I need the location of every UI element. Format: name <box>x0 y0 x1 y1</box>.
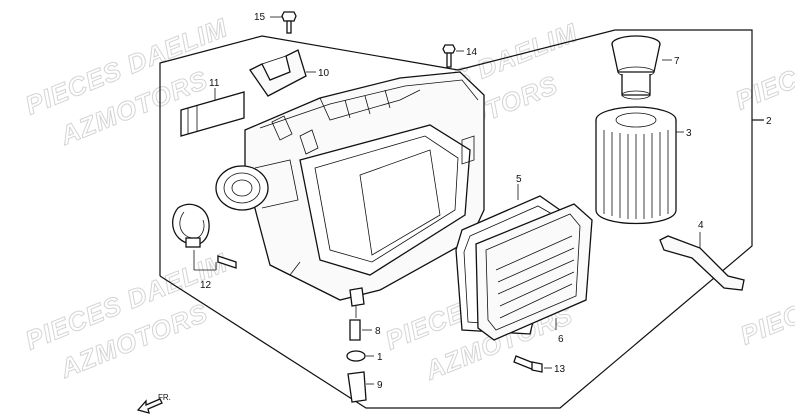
front-direction-indicator: FR. <box>136 393 171 414</box>
label-sticker-part-11 <box>180 88 245 137</box>
assembly-frame <box>159 29 764 409</box>
callout-10: 10 <box>318 68 330 79</box>
drain-parts-8-1-9 <box>346 306 374 403</box>
callout-4: 4 <box>698 220 704 231</box>
clamp-part-12 <box>172 203 237 271</box>
callout-2: 2 <box>766 116 772 127</box>
callout-3: 3 <box>686 128 692 139</box>
callout-7: 7 <box>674 56 680 67</box>
callout-numbers: 15 14 10 11 7 3 2 4 5 6 13 12 8 1 9 <box>200 12 772 391</box>
callout-5: 5 <box>516 174 522 185</box>
callout-9: 9 <box>377 380 383 391</box>
watermark-top-right: PIECES DAELIM <box>731 7 795 116</box>
watermark-bottom-right: PIECES DAELIM <box>736 242 795 351</box>
callout-8: 8 <box>375 326 381 337</box>
callout-15: 15 <box>254 12 266 23</box>
filter-element-part-3 <box>595 106 684 225</box>
callout-1: 1 <box>377 352 383 363</box>
screw-part-13 <box>513 355 552 373</box>
intake-snout <box>215 159 299 211</box>
bolt-part-15 <box>270 11 297 34</box>
front-direction-label: FR. <box>158 393 171 402</box>
cap-part-7 <box>611 35 672 100</box>
callout-13: 13 <box>554 364 566 375</box>
callout-14: 14 <box>466 47 478 58</box>
callout-6: 6 <box>558 334 564 345</box>
bolt-part-14 <box>442 44 464 68</box>
cover-part-6 <box>475 203 593 341</box>
air-cleaner-housing <box>244 71 485 307</box>
callout-11: 11 <box>209 78 220 89</box>
clip-bracket-part-10 <box>249 49 316 97</box>
strap-bracket-part-4 <box>659 232 745 291</box>
callout-12: 12 <box>200 280 212 291</box>
